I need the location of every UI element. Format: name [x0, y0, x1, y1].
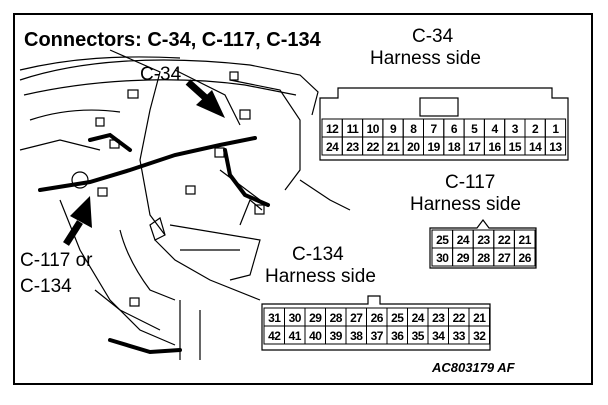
c134-name: C-134	[292, 244, 344, 265]
c117-pin-label: 28	[477, 251, 490, 265]
figure-code: AC803179 AF	[431, 360, 516, 375]
c134-pin-label: 27	[350, 311, 363, 325]
c34-harness-side: Harness side	[370, 48, 481, 69]
c34-pin-label: 2	[532, 122, 539, 136]
c117-housing	[429, 219, 537, 269]
c134-pin-label: 24	[412, 311, 425, 325]
c134-pin-label: 25	[391, 311, 404, 325]
c134-pin-label: 35	[412, 329, 425, 343]
c134-pin-label: 32	[473, 329, 486, 343]
c134-pin-cell	[468, 325, 490, 345]
c34-pin-label: 15	[509, 140, 522, 154]
c134-pin-label: 29	[309, 311, 322, 325]
c117-pin-label: 27	[498, 251, 511, 265]
c34-pin-label: 22	[367, 140, 380, 154]
c134-pin-label: 21	[473, 311, 486, 325]
c117-pin-label: 22	[498, 233, 511, 247]
c134-pin-label: 41	[289, 329, 302, 343]
c134-pin-label: 37	[371, 329, 384, 343]
c117-pin-label: 26	[519, 251, 532, 265]
c134-pin-label: 36	[391, 329, 404, 343]
c134-pin-label: 30	[289, 311, 302, 325]
c117-pin-label: 25	[436, 233, 449, 247]
c134-pin-label: 28	[330, 311, 343, 325]
c34-pin-label: 23	[346, 140, 359, 154]
c134-pin-label: 31	[268, 311, 281, 325]
label-c34-arrow: C-34	[140, 64, 182, 85]
c134-pin-label: 34	[432, 329, 445, 343]
diagram-border	[13, 13, 593, 385]
diagram-title: Connectors: C-34, C-117, C-134	[24, 29, 322, 51]
c34-pin-cell	[544, 136, 567, 156]
c134-pin-label: 42	[268, 329, 281, 343]
c34-pin-label: 5	[471, 122, 478, 136]
c134-pin-label: 40	[309, 329, 322, 343]
c134-housing	[261, 295, 491, 351]
c134-pin-label: 23	[432, 311, 445, 325]
c117-pin-label: 29	[457, 251, 470, 265]
c134-pin-label: 26	[371, 311, 384, 325]
c117-pin-label: 30	[436, 251, 449, 265]
c34-pin-label: 7	[431, 122, 438, 136]
c34-pin-label: 21	[387, 140, 400, 154]
c34-name: C-34	[412, 26, 454, 47]
c34-housing	[319, 87, 569, 161]
label-c134: C-134	[20, 276, 72, 297]
c34-pin-label: 10	[367, 122, 380, 136]
c34-pin-label: 6	[451, 122, 458, 136]
c34-pin-label: 17	[468, 140, 481, 154]
c134-harness-side: Harness side	[265, 266, 376, 287]
arrow-c34	[185, 79, 225, 118]
c34-lock-tab	[419, 97, 459, 117]
c34-pin-label: 19	[427, 140, 440, 154]
c117-pin-label: 24	[457, 233, 470, 247]
c117-pin-grid: 25 24 23 22 21 30 29 28 27 26	[431, 229, 536, 267]
c34-pin-label: 18	[448, 140, 461, 154]
c134-pin-label: 33	[453, 329, 466, 343]
c34-pin-label: 13	[549, 140, 562, 154]
c117-name: C-117	[445, 172, 495, 193]
c134-pin-label: 39	[330, 329, 343, 343]
c34-pin-label: 16	[488, 140, 501, 154]
c117-pin-label: 21	[519, 233, 532, 247]
c34-pin-label: 14	[529, 140, 542, 154]
c134-pin-grid: 31 30 29 28 27 26 25 24 23 22 21 42 41 40 39 38 37 36 35 34…	[263, 307, 490, 345]
arrow-c117-c134	[63, 196, 92, 246]
c34-pin-label: 12	[326, 122, 339, 136]
c34-pin-label: 1	[552, 122, 559, 136]
c34-pin-label: 8	[410, 122, 417, 136]
c117-pin-label: 23	[477, 233, 490, 247]
label-c117-or: C-117 or	[20, 250, 93, 271]
wire-harness	[38, 132, 270, 355]
c34-pin-label: 3	[512, 122, 519, 136]
c34-pin-label: 11	[347, 122, 360, 136]
c134-pin-label: 22	[453, 311, 466, 325]
c117-pin-cell	[513, 247, 536, 267]
c34-pin-label: 20	[407, 140, 420, 154]
c34-pin-label: 24	[326, 140, 339, 154]
c117-harness-side: Harness side	[410, 194, 521, 215]
c34-pin-label: 4	[491, 122, 498, 136]
c134-pin-label: 38	[350, 329, 363, 343]
c34-pin-label: 9	[390, 122, 397, 136]
